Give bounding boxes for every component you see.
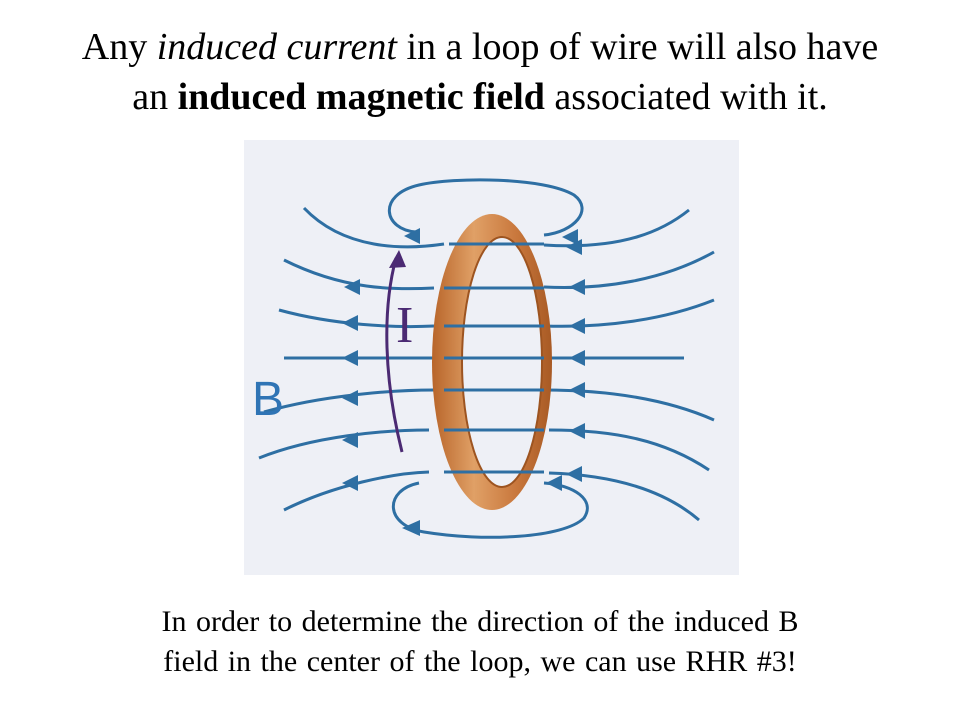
- current-label: I: [396, 297, 413, 354]
- title-line-1: Any induced current in a loop of wire wi…: [0, 22, 960, 72]
- title-line-2: an induced magnetic field associated wit…: [0, 72, 960, 122]
- arrowhead: [569, 279, 585, 295]
- arrowhead: [546, 475, 562, 491]
- field-arrowheads: [342, 228, 585, 536]
- arrowhead: [344, 279, 360, 295]
- arrowhead: [342, 350, 358, 366]
- arrowhead: [569, 318, 585, 334]
- caption-line-2: field in the center of the loop, we can …: [163, 645, 797, 678]
- field-line-top-loop: [387, 178, 584, 237]
- copper-loop: [432, 214, 552, 510]
- field-lines-inner: [444, 242, 544, 474]
- arrowhead: [342, 315, 358, 331]
- slide-caption: In order to determine the direction of t…: [0, 602, 960, 682]
- field-line-bottom-loop: [391, 481, 589, 539]
- title-text: associated with it.: [544, 76, 828, 118]
- field-label: B: [252, 373, 284, 426]
- title-text: an: [132, 76, 178, 118]
- arrowhead: [569, 382, 585, 398]
- diagram-svg: I B: [252, 178, 715, 539]
- arrowhead: [342, 390, 358, 406]
- induced-field-diagram: I B: [244, 140, 739, 575]
- current-arrow: [385, 250, 406, 453]
- arrowhead: [342, 432, 358, 448]
- arrowhead: [562, 229, 578, 245]
- field-line-3: [278, 298, 715, 329]
- title-text: in a loop of wire will also have: [396, 26, 879, 68]
- arrowhead: [566, 466, 582, 482]
- arrowhead: [566, 239, 582, 255]
- title-italic-term: induced current: [156, 26, 397, 68]
- slide-title: Any induced current in a loop of wire wi…: [0, 22, 960, 122]
- title-text: Any: [81, 26, 157, 68]
- field-line-2: [283, 250, 715, 291]
- arrowhead: [569, 350, 585, 366]
- arrowhead: [342, 475, 358, 491]
- caption-line-1: In order to determine the direction of t…: [161, 605, 799, 638]
- field-lines: [258, 178, 715, 539]
- title-bold-term: induced magnetic field: [177, 76, 545, 118]
- arrowhead: [402, 520, 420, 536]
- arrowhead: [404, 228, 420, 244]
- arrowhead: [569, 423, 585, 439]
